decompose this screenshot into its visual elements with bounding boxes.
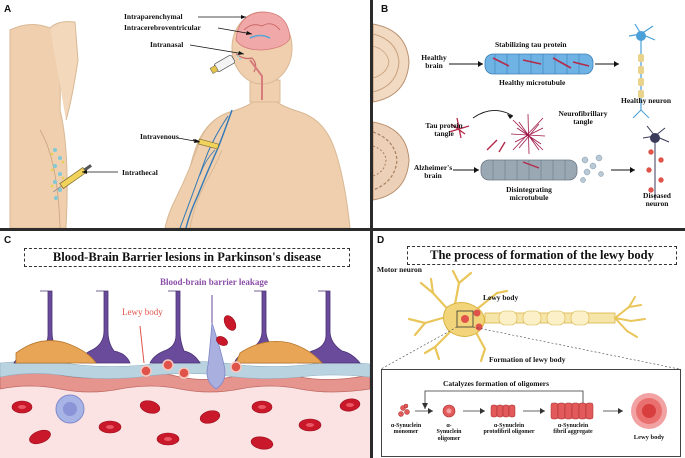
catalyzes-label: Catalyzes formation of oligomers bbox=[443, 379, 550, 388]
intrathecal-label: Intrathecal bbox=[122, 168, 158, 177]
panel-d-title: The process of formation of the lewy bod… bbox=[407, 246, 677, 265]
stage-oligomer: α- Synuclein oligomer bbox=[436, 423, 462, 442]
panel-a: A Intraparenchymal Intracerebroventricul… bbox=[0, 0, 370, 228]
panel-c-letter: C bbox=[4, 235, 12, 246]
tau-tangle-label: Tau protein tangle bbox=[425, 121, 463, 138]
formation-label: Formation of lewy body bbox=[489, 355, 566, 364]
panel-d-illustration bbox=[380, 269, 680, 429]
diseased-neuron-label: Diseased neuron bbox=[643, 191, 671, 208]
stabilizing-tau-label: Stabilizing tau protein bbox=[495, 40, 567, 49]
lewy-body-label: Lewy body bbox=[122, 307, 163, 317]
horizontal-divider bbox=[0, 228, 685, 231]
healthy-microtubule-label: Healthy microtubule bbox=[499, 78, 566, 87]
intranasal-label: Intranasal bbox=[150, 40, 184, 49]
panel-d: D The process of formation of the lewy b… bbox=[373, 231, 685, 458]
panel-c: C Blood-Brain Barrier lesions in Parkins… bbox=[0, 231, 370, 458]
disintegrating-label: Disintegrating microtubule bbox=[506, 185, 552, 202]
intravenous-label: Intravenous bbox=[140, 132, 179, 141]
panel-a-letter: A bbox=[4, 4, 12, 15]
stage-monomer: α-Synuclein monomer bbox=[390, 423, 422, 436]
panel-b: B Healthy brain Stabilizing tau protein … bbox=[373, 0, 685, 228]
alz-brain-label: Alzheimer's brain bbox=[413, 163, 453, 180]
panel-a-illustration bbox=[9, 11, 351, 228]
motor-neuron-label: Motor neuron bbox=[377, 265, 422, 274]
healthy-neuron-label: Healthy neuron bbox=[621, 96, 672, 105]
stage-fibril: α-Synuclein fibril aggregate bbox=[553, 423, 593, 436]
bbb-leakage-label: Blood-brain barrier leakage bbox=[160, 277, 268, 287]
stage-lewy-body: Lewy body bbox=[633, 434, 665, 441]
panel-c-title: Blood-Brain Barrier lesions in Parkinson… bbox=[24, 248, 350, 267]
intraparenchymal-label: Intraparenchymal bbox=[124, 12, 183, 21]
panel-c-illustration bbox=[0, 290, 370, 458]
panel-d-letter: D bbox=[377, 235, 385, 246]
intracerebroventricular-label: Intracerebroventricular bbox=[124, 23, 201, 32]
nft-label: Neurofibrillary tangle bbox=[558, 109, 608, 126]
panel-b-illustration bbox=[373, 23, 670, 201]
panel-b-letter: B bbox=[381, 4, 389, 15]
healthy-brain-label: Healthy brain bbox=[421, 53, 447, 70]
formation-box bbox=[381, 369, 681, 457]
lewy-body-neuron-label: Lewy body bbox=[483, 293, 519, 302]
stage-protofibril: α-Synuclein protofibril oligomer bbox=[483, 423, 535, 436]
